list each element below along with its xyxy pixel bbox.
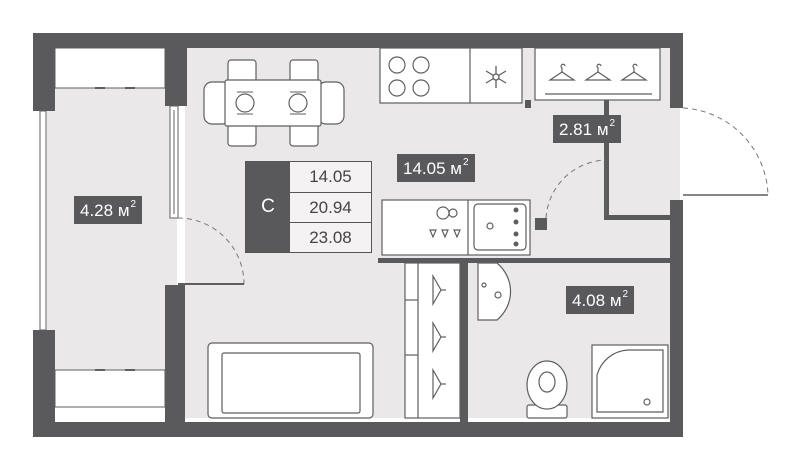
walls <box>33 33 683 437</box>
balcony-area-label: 4.28 м2 <box>74 196 143 224</box>
living-room-area-label: 14.05 м2 <box>397 154 475 182</box>
area-summary-table: С 14.05 20.94 23.08 <box>245 161 372 253</box>
wardrobe-area-unit: м <box>596 120 609 139</box>
balcony-area-value: 4.28 <box>80 201 114 220</box>
shower-tray <box>591 344 669 419</box>
bathroom-area-power: 2 <box>622 289 629 301</box>
bathroom-area-unit: м <box>609 291 622 310</box>
hanger-icons-top <box>548 63 648 81</box>
wardrobe-area-label: 2.81 м2 <box>553 115 622 143</box>
bathroom-door-swing <box>545 159 607 219</box>
kitchen-counter-bottom <box>381 199 531 256</box>
total-area-value: 20.94 <box>290 192 371 222</box>
wardrobe-floor <box>610 100 680 200</box>
apartment-type: С <box>246 162 290 252</box>
living-area-value: 14.05 <box>309 167 352 186</box>
living-room-area-power: 2 <box>462 157 469 169</box>
wardrobe-area-value: 2.81 <box>559 120 593 139</box>
balcony-area-unit: м <box>117 201 130 220</box>
toilet <box>526 360 568 419</box>
bathroom-sink <box>477 262 512 321</box>
bathroom-area-label: 4.08 м2 <box>566 286 635 314</box>
sofa <box>207 342 374 419</box>
living-room-area-value: 14.05 <box>403 159 446 178</box>
balcony-area-power: 2 <box>130 199 137 211</box>
living-room-area-unit: м <box>450 159 462 178</box>
kitchen-counter-top <box>379 47 523 104</box>
balcony-windows <box>39 47 166 408</box>
wardrobe-top <box>534 47 661 101</box>
balcony-floor <box>47 75 177 375</box>
hanger-icons-closet <box>432 273 446 401</box>
area-with-balcony-value: 23.08 <box>290 222 371 252</box>
snowflake-icon <box>485 66 507 88</box>
balcony-door-swing <box>177 217 245 285</box>
bathroom-area-value: 4.08 <box>572 291 606 310</box>
wardrobe-area-power: 2 <box>609 118 616 130</box>
wardrobe-door-swing <box>682 107 769 196</box>
